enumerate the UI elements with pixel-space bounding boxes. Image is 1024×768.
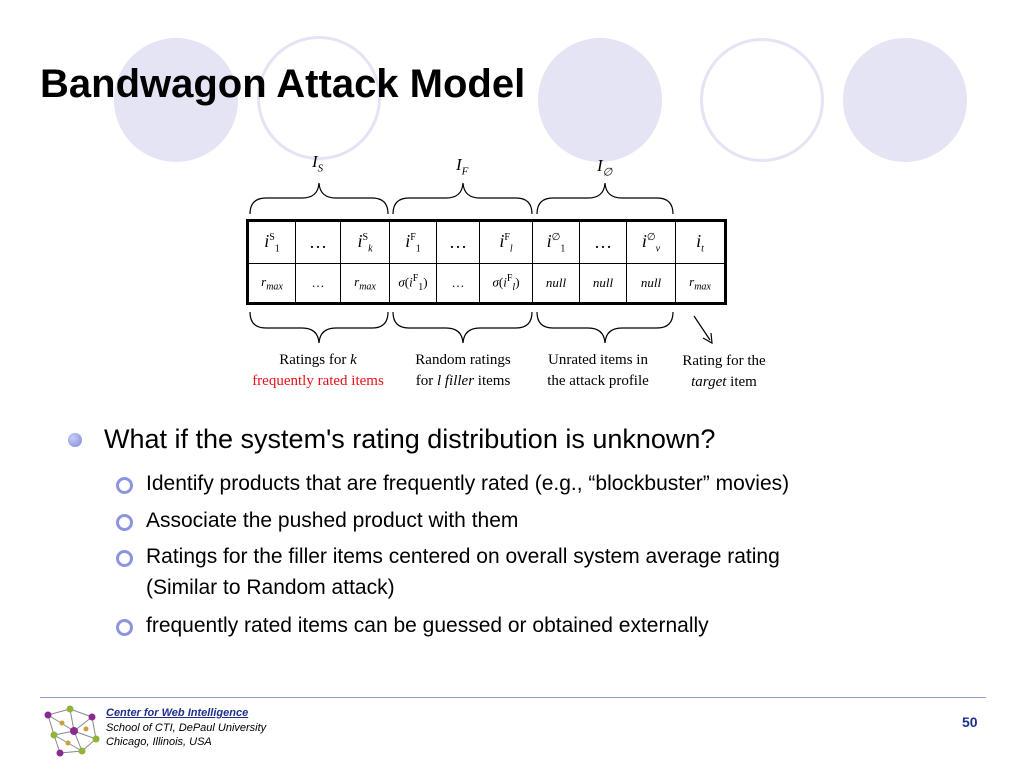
brace-top-filler xyxy=(392,182,533,215)
decor-circle-1 xyxy=(114,38,238,162)
footer-org-link[interactable]: Center for Web Intelligence xyxy=(106,707,249,719)
cell-null-1: null xyxy=(532,263,580,304)
cell-it: it xyxy=(675,220,726,264)
network-logo-icon xyxy=(44,705,100,757)
set-label-unrated: I∅ xyxy=(597,156,613,179)
brace-bottom-selected xyxy=(249,311,389,344)
cell-i1f: iF1 xyxy=(389,220,437,264)
set-label-selected: IS xyxy=(312,152,324,175)
sub-bullet-1: Identify products that are frequently ra… xyxy=(146,472,790,495)
sub-bullet-2: Associate the pushed product with them xyxy=(146,509,519,532)
ratings-row: rmax … rmax σ(iF1) … σ(iFl) null null nu… xyxy=(247,263,726,304)
set-label-filler: IF xyxy=(456,155,469,178)
cell-ellipsis-null: … xyxy=(579,220,627,264)
bullet-dot-icon xyxy=(68,433,82,447)
cell-rmax-target: rmax xyxy=(675,263,726,304)
cell-rmax-2: rmax xyxy=(340,263,390,304)
cell-ellipsis-s: … xyxy=(295,220,341,264)
decor-circle-3 xyxy=(538,38,662,162)
decor-circle-5 xyxy=(843,38,967,162)
sub-bullet-ring-icon xyxy=(116,550,133,567)
brace-bottom-filler xyxy=(392,311,533,344)
caption-unrated: Unrated items in the attack profile xyxy=(547,352,649,389)
braces-svg xyxy=(249,182,713,345)
decor-circle-4 xyxy=(700,38,824,162)
cell-rmax-1: rmax xyxy=(247,263,296,304)
cell-ivnull: i∅v xyxy=(626,220,676,264)
footer-divider xyxy=(40,697,986,698)
brace-bottom-unrated xyxy=(536,311,674,344)
sub-bullet-ring-icon xyxy=(116,477,133,494)
decor-circle-2 xyxy=(257,36,381,160)
target-arrow xyxy=(693,315,711,341)
sub-bullet-4: frequently rated items can be guessed or… xyxy=(146,614,709,637)
caption-selected: Ratings for k frequently rated items xyxy=(252,352,384,389)
caption-target: Rating for the target item xyxy=(682,353,766,390)
cell-ellipsis-r2: … xyxy=(436,263,480,304)
bullet-main: What if the system's rating distribution… xyxy=(104,424,716,454)
attack-profile-table: iS1 … iSk iF1 … iFl i∅1 … i∅v it rmax … … xyxy=(246,219,727,305)
cell-sigma-l: σ(iFl) xyxy=(479,263,533,304)
cell-ilf: iFl xyxy=(479,220,533,264)
caption-filler: Random ratings for l filler items xyxy=(415,352,511,389)
brace-top-selected xyxy=(249,182,389,215)
sub-bullet-ring-icon xyxy=(116,619,133,636)
items-row: iS1 … iSk iF1 … iFl i∅1 … i∅v it xyxy=(247,220,726,264)
sub-bullet-ring-icon xyxy=(116,514,133,531)
cell-iks: iSk xyxy=(340,220,390,264)
page-number: 50 xyxy=(962,714,978,730)
cell-ellipsis-f: … xyxy=(436,220,480,264)
slide-title: Bandwagon Attack Model xyxy=(40,62,526,106)
cell-i1null: i∅1 xyxy=(532,220,580,264)
cell-null-3: null xyxy=(626,263,676,304)
sub-bullet-3-cont: (Similar to Random attack) xyxy=(146,576,395,599)
sub-bullet-3: Ratings for the filler items centered on… xyxy=(146,545,780,568)
cell-i1s: iS1 xyxy=(247,220,296,264)
cell-sigma-1: σ(iF1) xyxy=(389,263,437,304)
brace-top-unrated xyxy=(536,182,674,215)
footer-school: School of CTI, DePaul University xyxy=(106,722,267,734)
cell-null-2: null xyxy=(579,263,627,304)
footer-location: Chicago, Illinois, USA xyxy=(106,736,212,748)
cell-ellipsis-r1: … xyxy=(295,263,341,304)
target-arrowhead xyxy=(702,332,713,345)
